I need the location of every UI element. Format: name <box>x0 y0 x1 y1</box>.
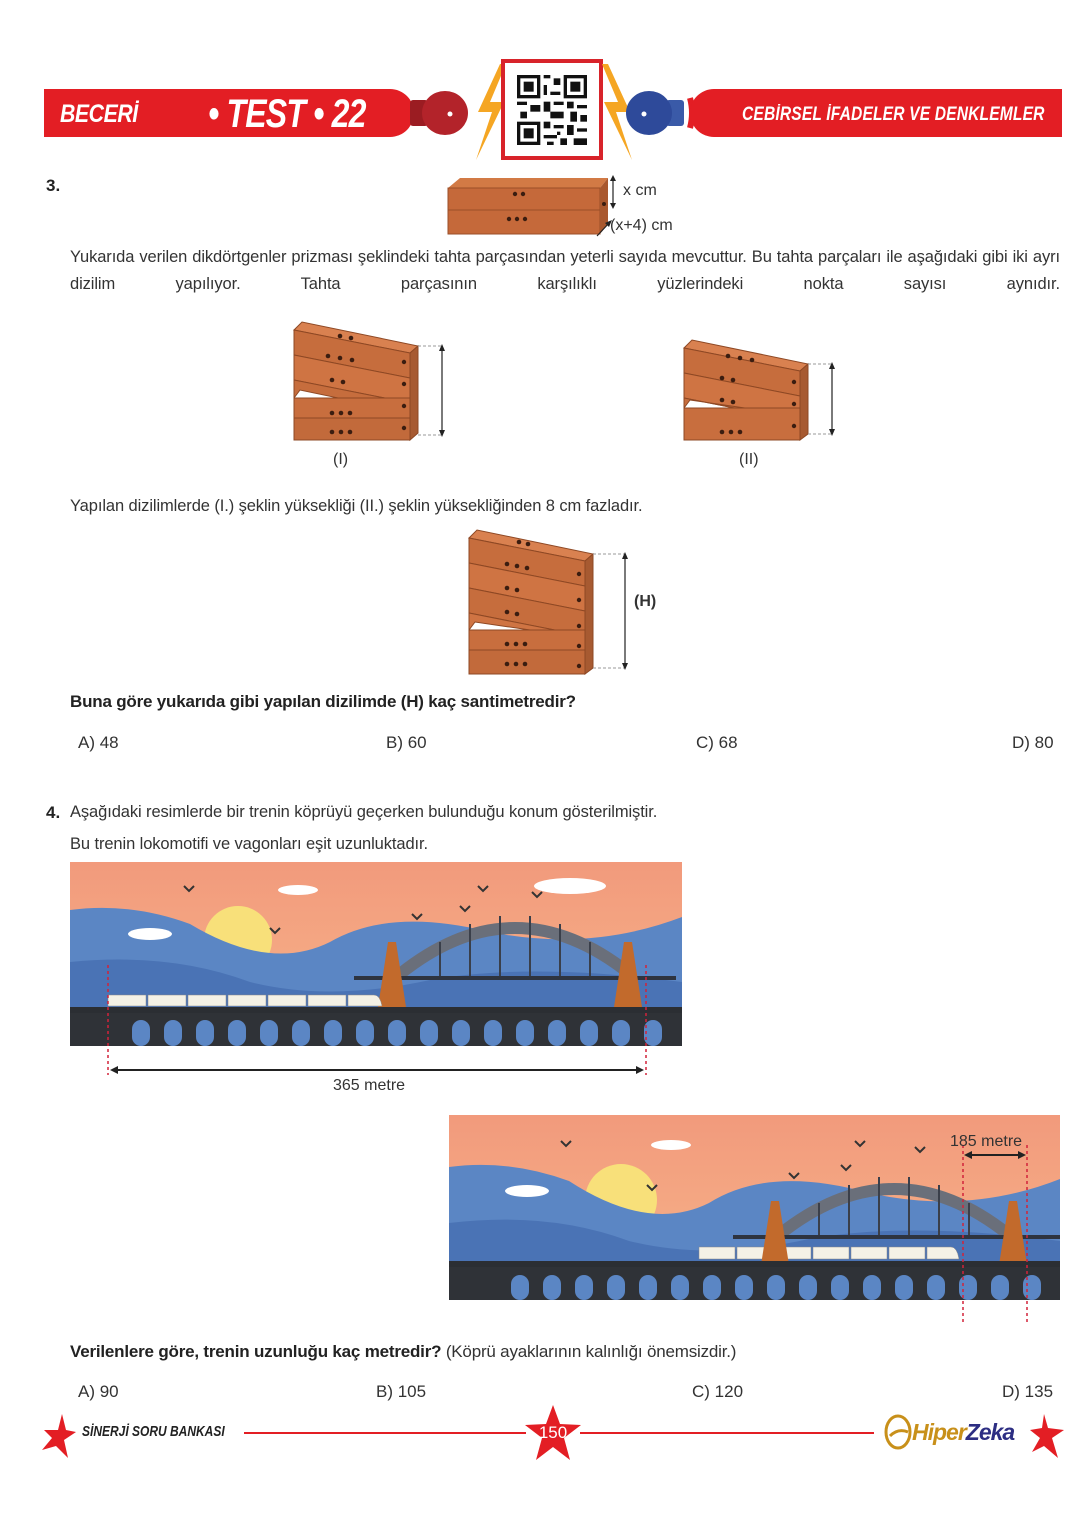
question-4-prompt-note: (Köprü ayaklarının kalınlığı önemsizdir.… <box>441 1342 737 1361</box>
question-3-number: 3. <box>46 176 61 195</box>
measure-line-1 <box>107 965 647 1075</box>
q3-choice-d[interactable]: D) 80 <box>1012 733 1054 752</box>
header-banner-left <box>44 89 414 137</box>
page-number-star-icon <box>525 1405 581 1460</box>
bridge-scene-1 <box>70 862 682 1046</box>
q4-choice-a[interactable]: A) 90 <box>78 1382 119 1401</box>
question-3-prompt: Buna göre yukarıda gibi yapılan dizilimd… <box>70 692 576 711</box>
question-3-text: Yukarıda verilen dikdörtgenler prizması … <box>70 248 1060 293</box>
brand-part-1: Hiper <box>912 1419 967 1445</box>
stack-figure-h <box>467 529 628 675</box>
stack-figure-1 <box>292 321 445 442</box>
question-4-text-line1: Aşağıdaki resimlerde bir trenin köprüyü … <box>70 803 658 821</box>
q4-choice-c[interactable]: C) 120 <box>692 1382 744 1401</box>
section-label: BECERİ <box>60 100 138 128</box>
q3-choice-b[interactable]: B) 60 <box>386 733 427 752</box>
brand-logo: HiperZeka <box>912 1419 1015 1446</box>
q3-choice-a[interactable]: A) 48 <box>78 733 119 752</box>
measure-line-2 <box>962 1145 1028 1323</box>
wooden-prism-figure <box>447 175 616 237</box>
bridge-scene-2 <box>449 1115 1060 1300</box>
footer-divider-right <box>580 1432 874 1434</box>
page-number: 150 <box>538 1423 568 1442</box>
hiperzeka-egg-logo-icon <box>884 1414 912 1450</box>
header-banner-right <box>690 89 1062 137</box>
star-logo-icon <box>42 1414 76 1458</box>
figure-1-label: (I) <box>333 451 349 468</box>
measure-label-185: 185 metre <box>950 1133 1023 1150</box>
qr-code[interactable] <box>501 59 603 160</box>
question-3-statement: Yapılan dizilimlerde (I.) şeklin yüksekl… <box>70 497 643 515</box>
lightning-bolt-icon-right <box>602 64 632 160</box>
question-4-number: 4. <box>46 803 61 822</box>
test-title: • TEST • 22 <box>208 92 366 136</box>
q4-choice-b[interactable]: B) 105 <box>376 1382 427 1401</box>
q3-choice-c[interactable]: C) 68 <box>696 733 738 752</box>
figure-2-label: (II) <box>739 451 759 468</box>
measure-label-365: 365 metre <box>333 1077 406 1094</box>
prism-height-label: x cm <box>623 182 657 199</box>
series-name: SİNERJİ SORU BANKASI <box>82 1423 225 1440</box>
qr-code-icon <box>517 74 587 145</box>
question-4-prompt-main: Verilenlere göre, trenin uzunluğu kaç me… <box>70 1342 442 1361</box>
question-4-prompt: Verilenlere göre, trenin uzunluğu kaç me… <box>70 1342 736 1362</box>
stack-figure-2 <box>682 339 835 441</box>
topic-title: CEBİRSEL İFADELER VE DENKLEMLER <box>742 104 1045 125</box>
footer-divider-left <box>244 1432 526 1434</box>
lightning-bolt-icon <box>476 64 506 160</box>
prism-depth-label: (x+4) cm <box>610 217 673 234</box>
brand-part-2: Zeka <box>965 1419 1015 1445</box>
star-logo-icon-right <box>1030 1414 1064 1458</box>
q4-choice-d[interactable]: D) 135 <box>1002 1382 1054 1401</box>
question-4-text-line2: Bu trenin lokomotifi ve vagonları eşit u… <box>70 835 428 853</box>
h-label: (H) <box>634 593 657 610</box>
blue-boxing-glove-icon <box>626 91 694 135</box>
red-boxing-glove-icon <box>400 91 468 135</box>
